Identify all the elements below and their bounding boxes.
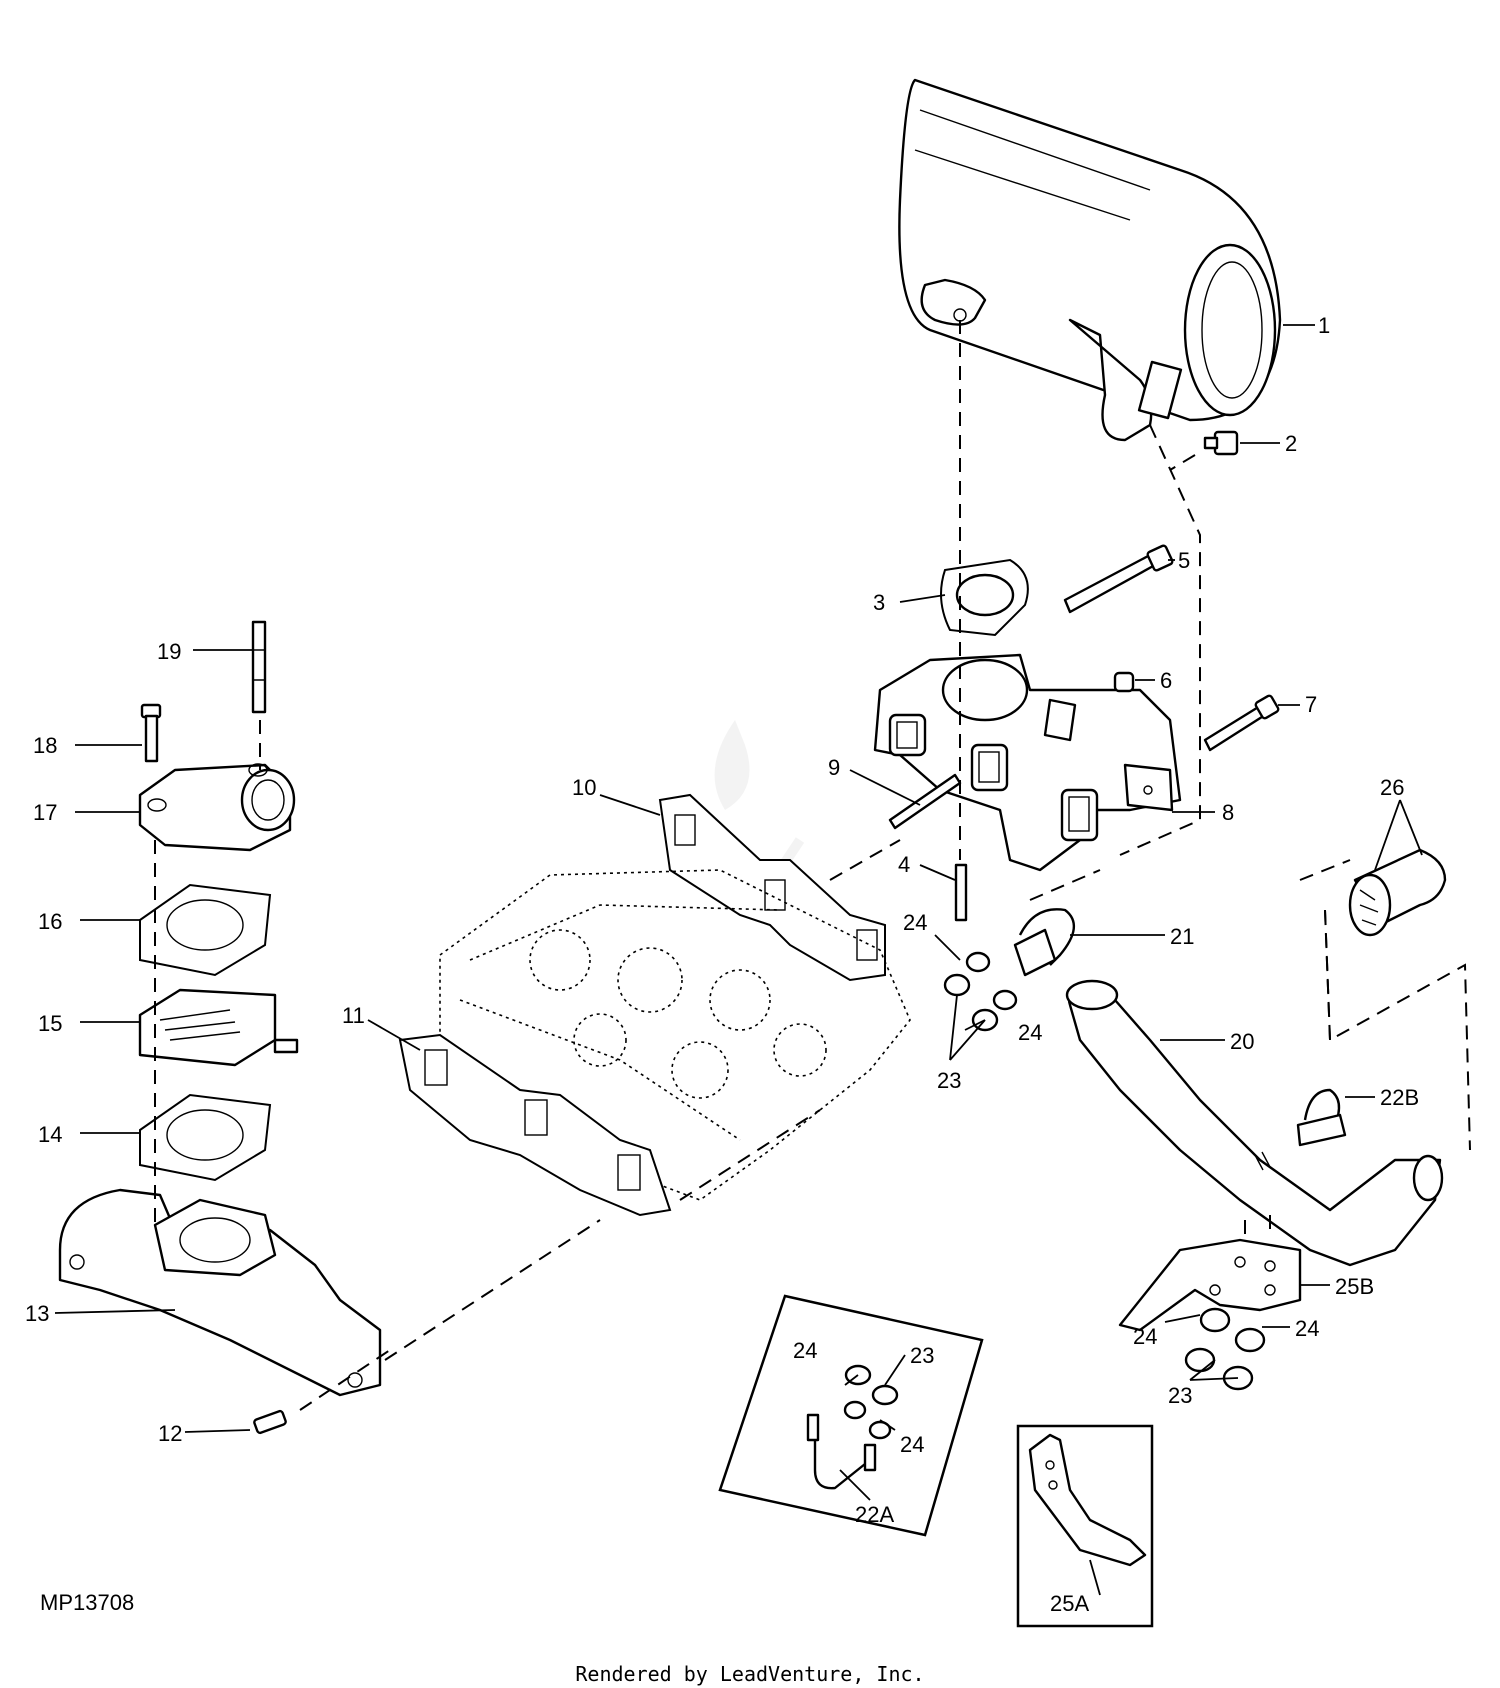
callout-12: 12	[158, 1421, 182, 1446]
callout-13: 13	[25, 1301, 49, 1326]
callout-labels: 1 2 3 4 5 6 7 8 9 10 11 12 13 14 15 16 1…	[25, 313, 1419, 1616]
bracket-25b-part	[1118, 1238, 1302, 1332]
exhaust-pipe-20-part	[1065, 979, 1444, 1267]
callout-15: 15	[38, 1011, 62, 1036]
callout-25a: 25A	[1050, 1591, 1089, 1616]
gasket-10-part	[658, 793, 886, 982]
gasket-3-part	[940, 558, 1029, 637]
inset-box-25a	[1016, 1424, 1154, 1628]
gasket-11-part	[398, 1033, 672, 1217]
cap-screw-5-part	[1063, 544, 1174, 614]
callout-22a: 22A	[855, 1502, 894, 1527]
u-bolt-clamp-22b-part	[1296, 1088, 1347, 1147]
u-bolt-clamp-21-part	[1013, 908, 1075, 977]
stud-9-part	[888, 773, 962, 830]
callout-25b: 25B	[1335, 1274, 1374, 1299]
leader-lines	[54, 324, 1423, 1596]
callout-10: 10	[572, 775, 596, 800]
render-credit: Rendered by LeadVenture, Inc.	[575, 1662, 924, 1686]
rain-cap-26-part	[1348, 848, 1447, 937]
diagram-code: MP13708	[40, 1590, 134, 1615]
callout-19: 19	[157, 639, 181, 664]
callout-24-b: 24	[1018, 1020, 1042, 1045]
muffler-part	[898, 78, 1282, 442]
callout-16: 16	[38, 909, 62, 934]
stud-4-part	[954, 863, 968, 922]
callout-5: 5	[1178, 548, 1190, 573]
cap-screw-7-part	[1203, 694, 1280, 752]
callout-24-a: 24	[903, 910, 927, 935]
callout-18: 18	[33, 733, 57, 758]
callout-21: 21	[1170, 924, 1194, 949]
callout-23-c: 23	[1168, 1383, 1192, 1408]
callout-23-b: 23	[910, 1343, 934, 1368]
nuts-washers-near-25b	[1184, 1307, 1266, 1391]
nuts-washers-near-21	[943, 951, 1018, 1032]
cylinder-head-part	[439, 869, 911, 1201]
coolant-outlet-17-part	[138, 763, 296, 852]
inset-box-22a	[718, 1294, 984, 1537]
stud-19-part	[251, 620, 267, 714]
callout-1: 1	[1318, 313, 1330, 338]
gasket-14-part	[139, 1093, 272, 1182]
callout-17: 17	[33, 800, 57, 825]
callout-2: 2	[1285, 431, 1297, 456]
callout-11: 11	[342, 1003, 365, 1028]
callout-24-c: 24	[793, 1338, 817, 1363]
callout-24-e: 24	[1133, 1324, 1157, 1349]
exhaust-manifold-13-part	[58, 1188, 382, 1397]
gasket-16-part	[139, 883, 272, 977]
callout-26: 26	[1380, 775, 1404, 800]
callout-23-a: 23	[937, 1068, 961, 1093]
nut-6-part	[1113, 671, 1135, 693]
exhaust-elbow-8-part	[873, 653, 1182, 872]
callout-6: 6	[1160, 668, 1172, 693]
callout-9: 9	[828, 755, 840, 780]
callout-24-d: 24	[900, 1432, 924, 1457]
callout-22b: 22B	[1380, 1085, 1419, 1110]
cap-screw-12-part	[253, 1409, 287, 1435]
bolt-2-part	[1203, 430, 1239, 456]
callout-24-f: 24	[1295, 1316, 1319, 1341]
callout-8: 8	[1222, 800, 1234, 825]
thermostat-housing-15-part	[138, 988, 299, 1067]
callout-4: 4	[898, 852, 910, 877]
cap-screw-18-part	[140, 703, 162, 763]
callout-3: 3	[873, 590, 885, 615]
callout-7: 7	[1305, 692, 1317, 717]
callout-20: 20	[1230, 1029, 1254, 1054]
callout-14: 14	[38, 1122, 62, 1147]
connection-lines	[154, 320, 1471, 1411]
